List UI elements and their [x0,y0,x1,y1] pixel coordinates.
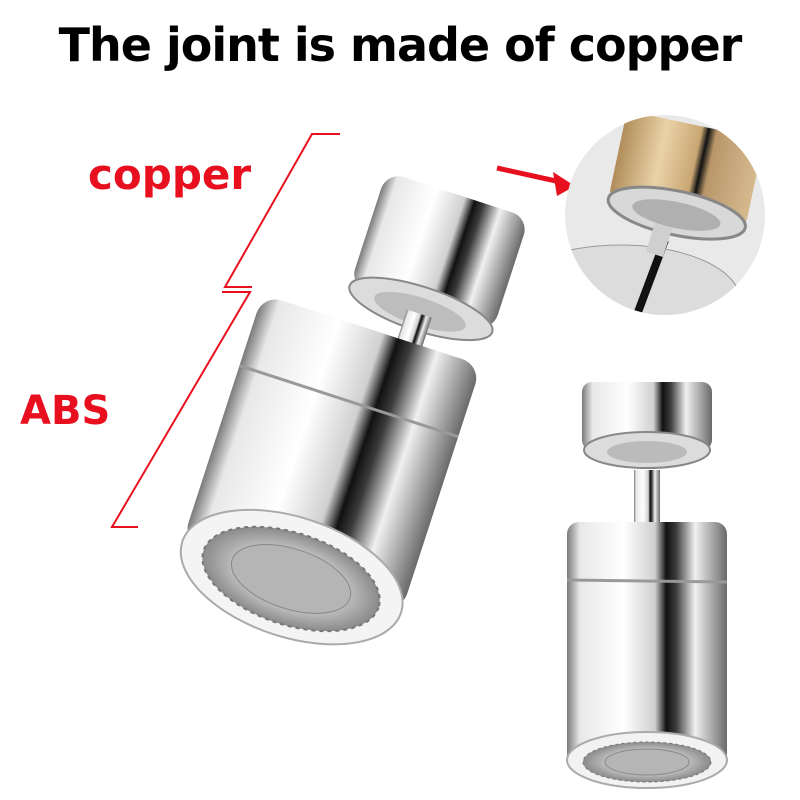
main-product-image [179,176,525,646]
abs-label: ABS [20,388,111,434]
page-title: The joint is made of copper [58,18,743,72]
detail-inset-image [565,115,765,315]
copper-bracket [110,133,340,528]
copper-label: copper [88,150,252,199]
secondary-product-image [566,382,728,789]
arrow-icon [496,165,575,196]
